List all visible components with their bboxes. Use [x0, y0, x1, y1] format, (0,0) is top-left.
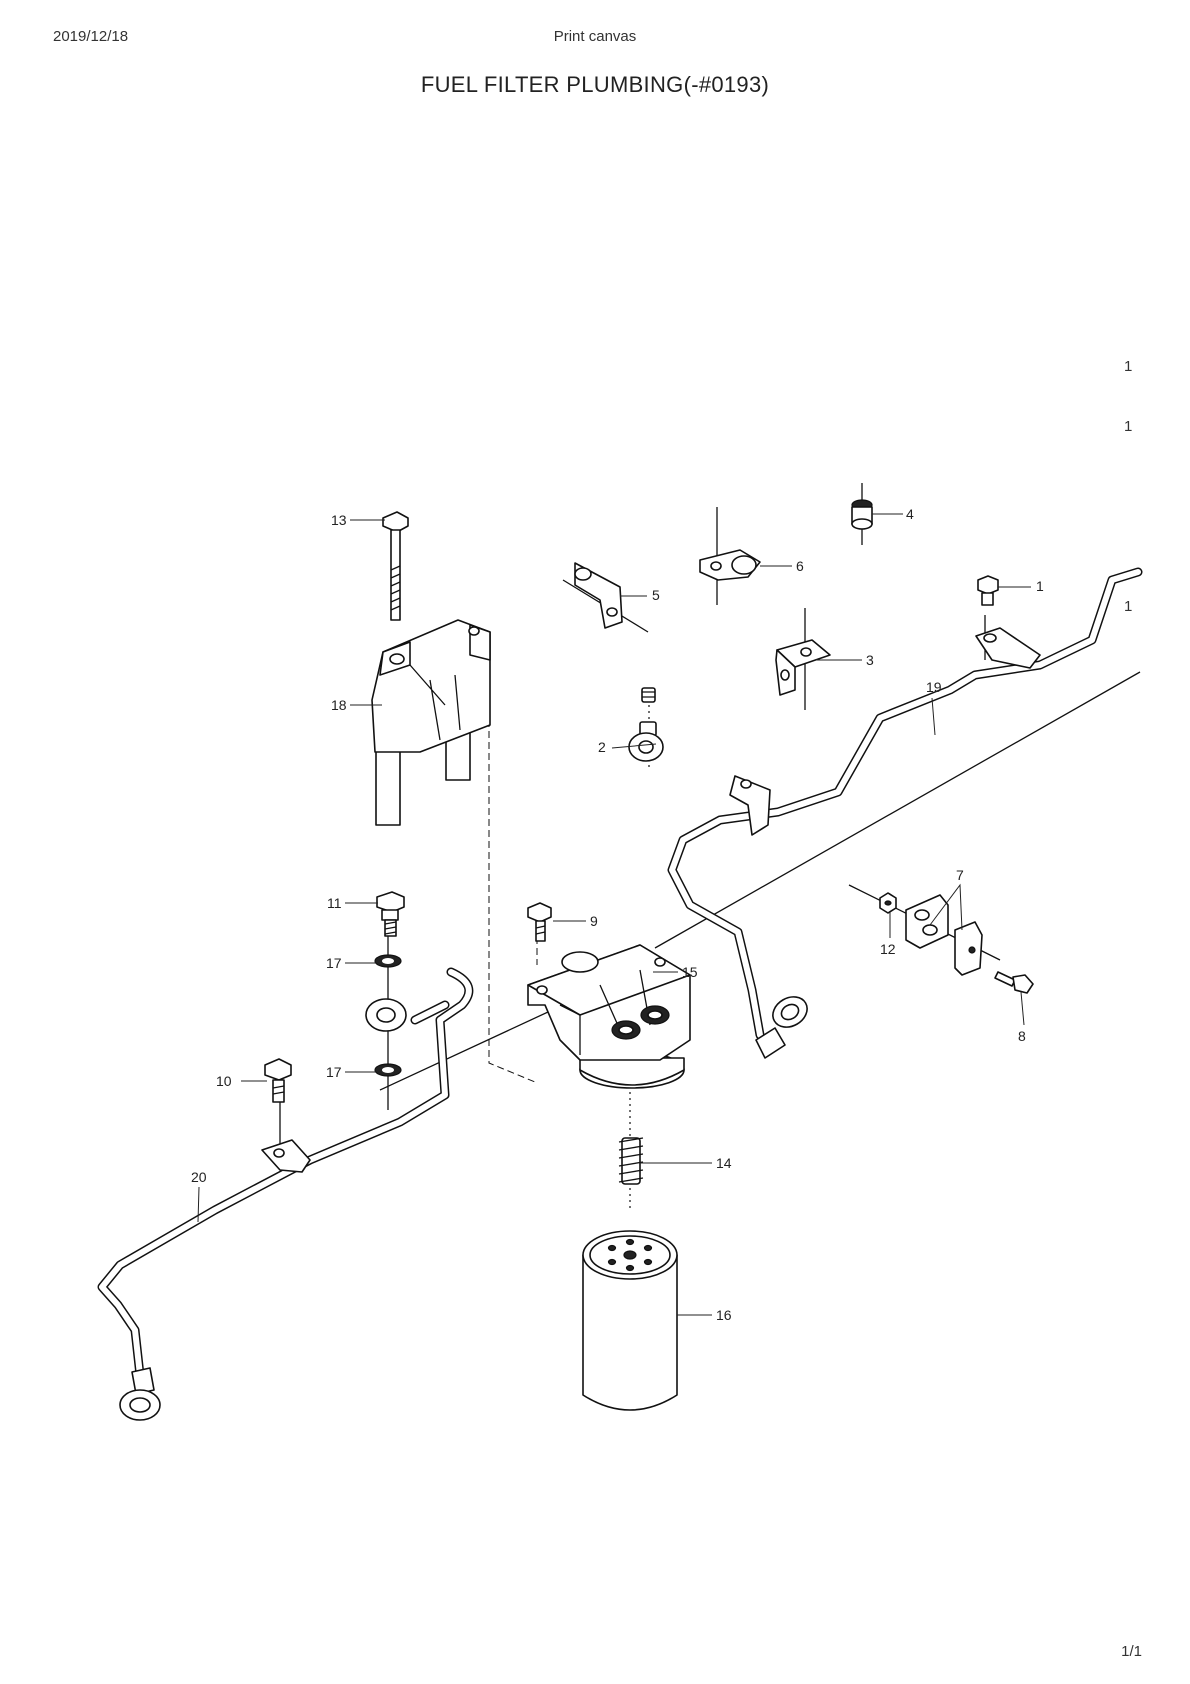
callout-17-upper: 17	[326, 955, 342, 971]
filter-cartridge-16	[582, 1230, 678, 1411]
callout-13: 13	[331, 512, 347, 528]
p-clamp-6	[699, 549, 761, 581]
callout-14: 14	[716, 1155, 732, 1171]
fitting-4	[851, 499, 873, 530]
nut-12	[879, 892, 897, 914]
callout-12: 12	[880, 941, 896, 957]
callout-3: 3	[866, 652, 874, 668]
callout-15: 15	[682, 964, 698, 980]
callout-1: 1	[1036, 578, 1044, 594]
banjo-fitting	[365, 998, 407, 1032]
callout-19: 19	[926, 679, 942, 695]
fuel-pipe-20	[97, 967, 474, 1421]
bracket-3	[775, 639, 831, 696]
callout-16: 16	[716, 1307, 732, 1323]
callout-7: 7	[956, 867, 964, 883]
banjo-connector-2	[628, 687, 664, 762]
page-title: FUEL FILTER PLUMBING(-#0193)	[420, 72, 770, 97]
callout-17-lower: 17	[326, 1064, 342, 1080]
fuel-pipe-19	[667, 567, 1143, 1059]
callout-11: 11	[327, 895, 342, 911]
margin-mark: 1	[1124, 598, 1133, 615]
callout-18: 18	[331, 697, 347, 713]
assembly-guide	[488, 698, 536, 1083]
margin-mark: 1	[1124, 418, 1133, 435]
filter-head-15	[527, 944, 691, 1089]
callout-8: 8	[1018, 1028, 1026, 1044]
callout-4: 4	[906, 506, 914, 522]
clamp-7	[905, 894, 983, 976]
callout-2: 2	[598, 739, 606, 755]
callout-6: 6	[796, 558, 804, 574]
print-header: Print canvas	[553, 28, 637, 45]
bolt-9	[527, 902, 552, 942]
callout-leaders	[197, 513, 1031, 1316]
bolt-10	[264, 1058, 292, 1103]
bolt-1	[977, 575, 999, 606]
print-date: 2019/12/18	[53, 28, 129, 45]
callout-9: 9	[590, 913, 598, 929]
clip-5	[574, 562, 623, 629]
bolt-11	[376, 891, 405, 937]
margin-mark: 1	[1124, 358, 1133, 375]
callout-5: 5	[652, 587, 660, 603]
mounting-bracket-18	[371, 619, 491, 826]
bolt-8	[994, 971, 1034, 994]
assembly-guide	[654, 671, 1141, 949]
callout-10: 10	[216, 1073, 232, 1089]
long-bolt-13	[382, 511, 409, 621]
callout-20: 20	[191, 1169, 207, 1185]
page-number: 1/1	[1121, 1643, 1142, 1660]
spring-14	[618, 1137, 644, 1185]
